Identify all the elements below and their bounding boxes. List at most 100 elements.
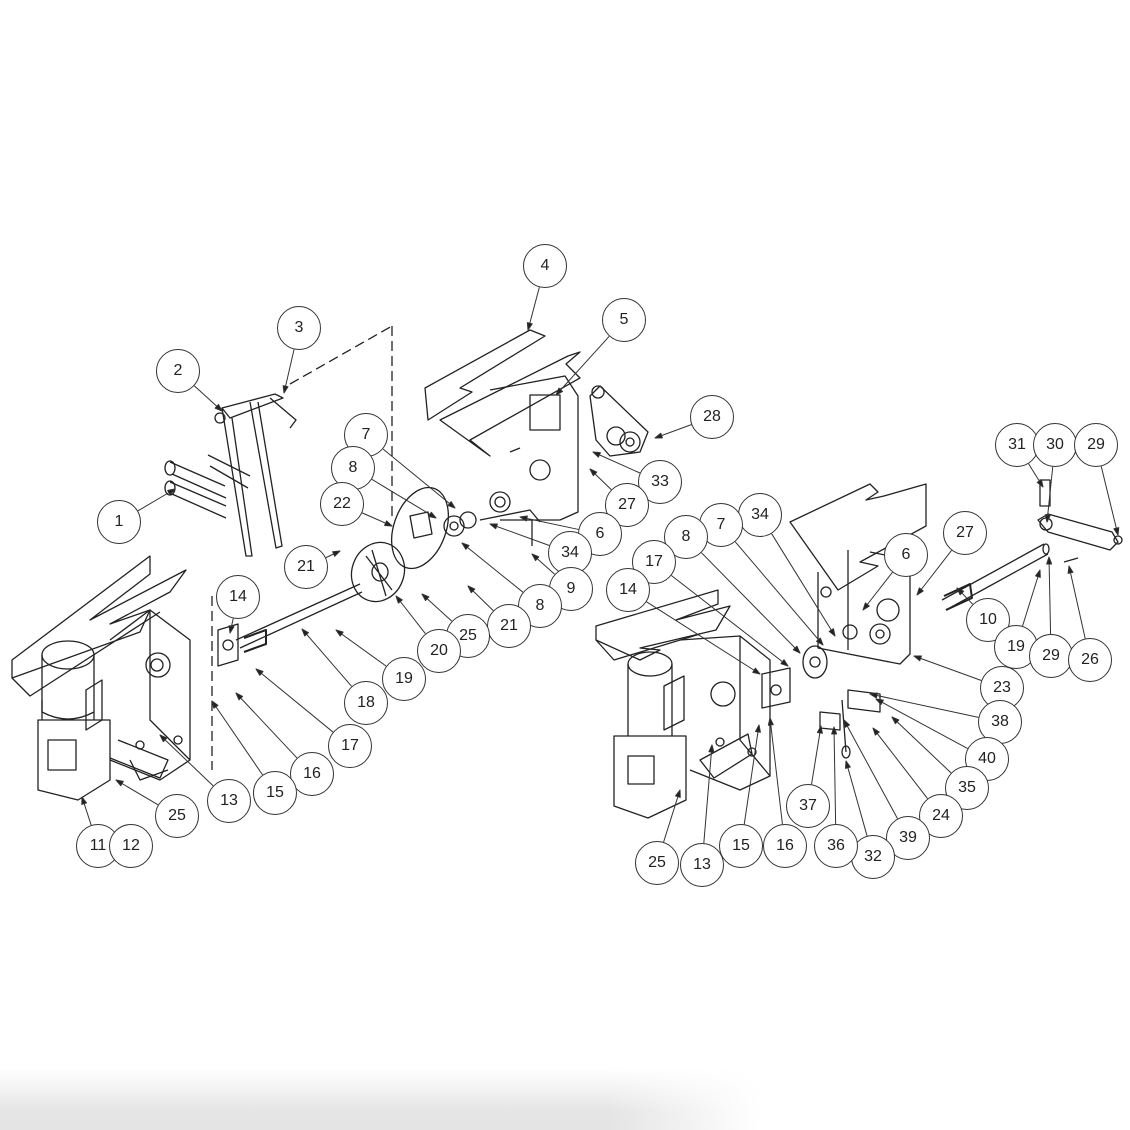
arrowhead-icon <box>81 796 88 805</box>
leader-line <box>734 541 824 646</box>
leader-line <box>701 552 801 654</box>
right-frame <box>789 483 927 679</box>
callout-4: 4 <box>523 244 567 288</box>
leader-line <box>891 716 952 774</box>
arrowhead-icon <box>1035 569 1041 578</box>
right-motor-unit <box>595 589 791 819</box>
callout-5: 5 <box>602 298 646 342</box>
callout-12: 12 <box>109 824 153 868</box>
arrowhead-icon <box>767 717 774 726</box>
left-shaft-and-wheel <box>217 486 477 667</box>
callout-6: 6 <box>884 533 928 577</box>
leader-line <box>875 698 968 749</box>
callout-13: 13 <box>680 843 724 887</box>
arrowhead-icon <box>875 698 884 706</box>
leader-line <box>301 628 352 687</box>
callout-14: 14 <box>606 568 650 612</box>
alignment-line <box>211 325 393 770</box>
arrowhead-icon <box>592 451 601 458</box>
arrowhead-icon <box>780 659 789 667</box>
callout-19: 19 <box>382 657 426 701</box>
leader-line <box>663 789 681 843</box>
arrowhead-icon <box>1046 556 1053 565</box>
leader-line <box>769 717 783 825</box>
leader-line <box>1048 556 1052 635</box>
leader-line <box>743 724 760 825</box>
callout-17: 17 <box>328 724 372 768</box>
leader-line <box>671 575 789 667</box>
callout-32: 32 <box>851 835 895 879</box>
callout-14: 14 <box>216 575 260 619</box>
callout-21: 21 <box>487 604 531 648</box>
left-motor-unit <box>11 555 191 801</box>
arrowhead-icon <box>1044 514 1051 523</box>
leader-line <box>862 572 893 611</box>
arrowhead-icon <box>816 637 824 646</box>
callout-29: 29 <box>1029 634 1073 678</box>
arrowhead-icon <box>255 668 264 676</box>
callout-15: 15 <box>719 824 763 868</box>
callout-37: 37 <box>786 784 830 828</box>
leader-line <box>255 668 334 733</box>
leader-line <box>771 533 836 637</box>
arrowhead-icon <box>816 725 823 734</box>
arrowhead-icon <box>891 716 900 725</box>
leader-line <box>211 700 263 776</box>
arrowhead-icon <box>395 595 403 604</box>
leader-line <box>1046 466 1054 523</box>
arrowhead-icon <box>461 542 470 550</box>
leader-line <box>872 727 928 799</box>
arrowhead-icon <box>828 628 836 637</box>
arrowhead-icon <box>421 593 430 602</box>
arrowhead-icon <box>447 501 456 509</box>
arrowhead-icon <box>228 625 235 634</box>
arrowhead-icon <box>526 322 533 331</box>
callout-22: 22 <box>320 482 364 526</box>
arrowhead-icon <box>467 585 476 594</box>
callout-3: 3 <box>277 306 321 350</box>
leader-line <box>371 478 437 519</box>
arrowhead-icon <box>862 602 870 611</box>
arrowhead-icon <box>235 692 244 701</box>
arrowhead-icon <box>301 628 309 637</box>
leader-line <box>1068 565 1086 639</box>
leader-line <box>703 744 713 844</box>
callout-25: 25 <box>635 841 679 885</box>
callout-15: 15 <box>253 771 297 815</box>
leader-line <box>395 595 426 634</box>
arrowhead-icon <box>1067 565 1074 574</box>
arrowhead-icon <box>754 724 761 733</box>
arrowhead-icon <box>1113 527 1120 536</box>
callout-36: 36 <box>814 824 858 868</box>
callout-26: 26 <box>1068 638 1112 682</box>
callout-30: 30 <box>1033 423 1077 467</box>
arrowhead-icon <box>913 655 922 662</box>
leader-line <box>646 601 761 675</box>
arrowhead-icon <box>519 515 528 522</box>
leader-line <box>489 523 550 546</box>
leader-line <box>811 725 822 785</box>
leader-line <box>335 629 387 667</box>
arrowhead-icon <box>869 692 878 699</box>
callout-13: 13 <box>207 779 251 823</box>
leader-line <box>519 516 579 530</box>
arrowhead-icon <box>792 645 801 654</box>
bottom-fade <box>0 1068 760 1130</box>
arrowhead-icon <box>489 523 498 530</box>
callout-7: 7 <box>699 503 743 547</box>
callout-34: 34 <box>738 493 782 537</box>
right-bracket <box>819 689 881 759</box>
leader-line <box>843 719 898 819</box>
leader-line <box>115 779 159 806</box>
callout-2: 2 <box>156 349 200 393</box>
leader-line <box>913 655 982 681</box>
callout-38: 38 <box>978 700 1022 744</box>
leader-line <box>592 451 641 474</box>
left-roller-arm <box>164 393 297 557</box>
arrowhead-icon <box>1036 479 1044 488</box>
callout-1: 1 <box>97 500 141 544</box>
leader-line <box>916 550 952 596</box>
arrowhead-icon <box>872 727 880 736</box>
callout-27: 27 <box>943 511 987 555</box>
